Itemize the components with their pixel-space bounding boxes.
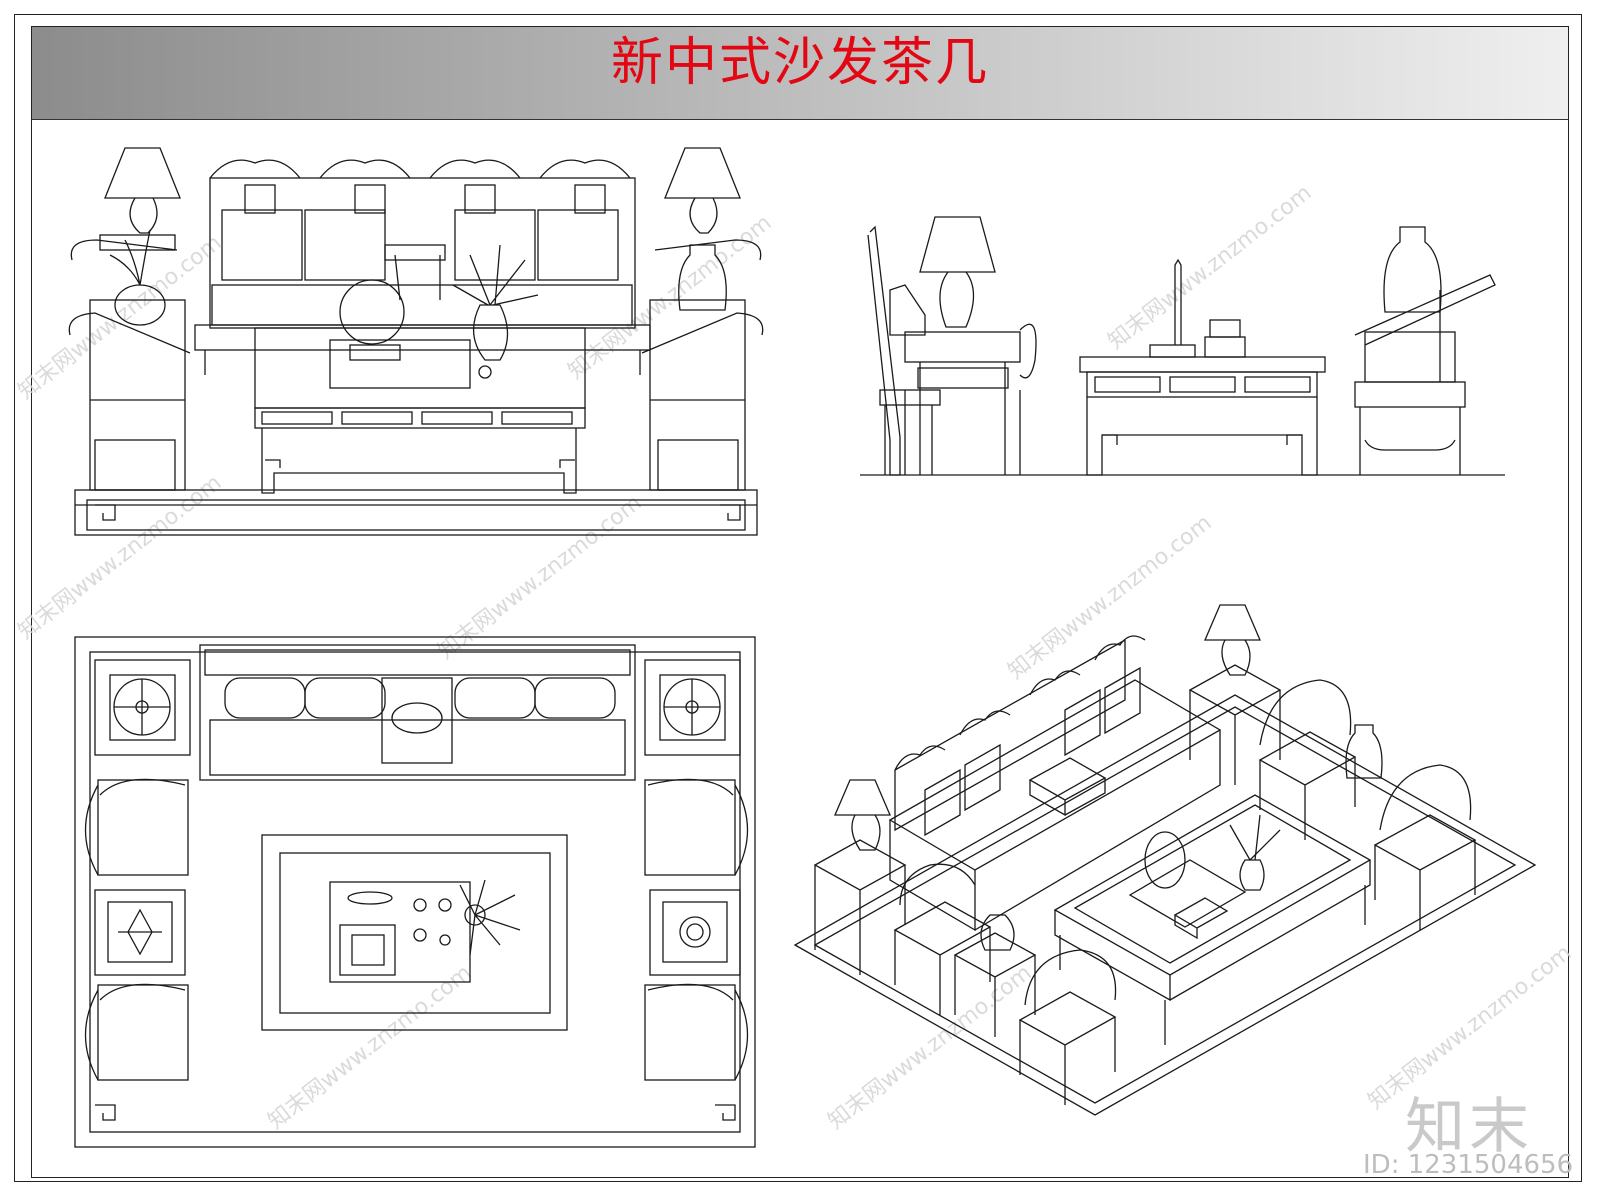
armchair-right-front [641,239,764,491]
vase-right [678,244,727,311]
coffee-table-side [1079,258,1326,476]
front-elevation-view [68,147,764,536]
iso-armchair-2 [1345,724,1477,930]
tea-tray-plan [381,677,453,764]
iso-coffee-table [1053,794,1372,1045]
drawing-title: 新中式沙发茶几 [610,33,989,93]
side-table-plan-tr [644,659,741,756]
tall-vase [1383,226,1442,313]
armchair-left-front [68,239,191,491]
iso-rug [793,694,1537,1116]
iso-armchair-4 [1018,949,1117,1105]
side-table-plan-ml [94,889,186,976]
side-table-plan-tl [94,659,191,756]
armchair-plan-left-1 [84,778,189,876]
iso-vase [1345,724,1383,779]
brand-logo: 知末 [1405,1092,1533,1162]
title-bar [32,27,1568,120]
iso-lamp-left [813,779,907,975]
armchair-plan-right-2 [644,983,749,1081]
side-table-lamp [889,216,1037,475]
isometric-view [793,604,1537,1116]
iso-armchair-1 [1258,679,1357,840]
coffee-table-front [254,244,586,494]
side-table-plan-mr [649,889,741,976]
side-chair [867,225,941,476]
id-label: ID: 1231504656 [1363,1150,1574,1180]
iso-lamp-right [1188,604,1282,785]
flower-pot-left [114,284,166,326]
rug-outline [74,636,756,1148]
armchair-plan-left-2 [84,983,189,1081]
iso-side-table-front [953,914,1037,1037]
drawing-border-inner [31,26,1569,1178]
flower-vase [473,304,509,361]
plan-view [74,636,756,1148]
armchair-side [1354,226,1496,475]
coffee-table-plan [261,834,568,1031]
lamp-right [664,147,741,234]
decor-disc [339,279,405,345]
sofa-front [194,159,651,375]
iso-sofa [888,635,1222,932]
drawing-border-outer [14,14,1582,1182]
side-elevation-view [860,216,1505,476]
lamp-left [99,147,181,251]
iso-armchair-3 [893,863,992,1015]
armchair-plan-right-1 [644,778,749,876]
sofa-plan [199,644,636,781]
